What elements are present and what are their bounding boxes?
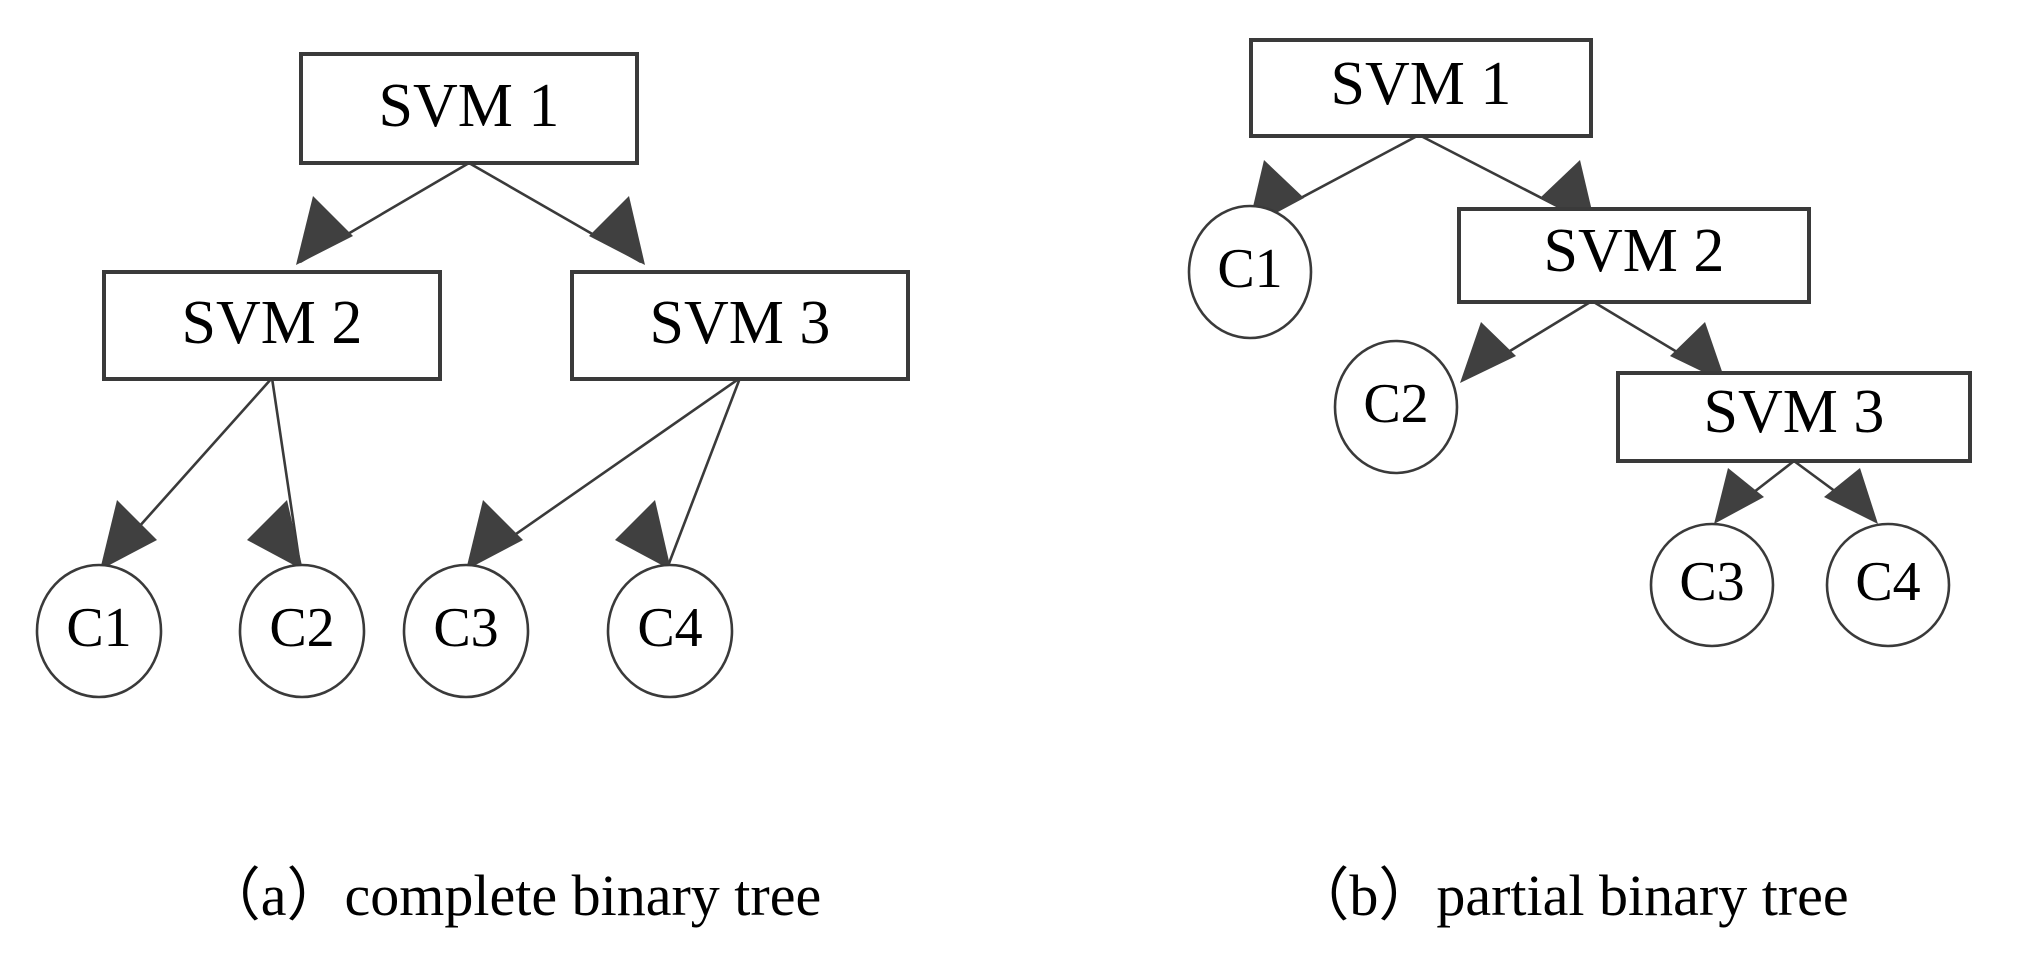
node-a-svm2-label: SVM 2 bbox=[182, 289, 363, 357]
arrow-head-svm3-c4 bbox=[615, 500, 671, 570]
arrow-head-b-svm2-c2 bbox=[1460, 322, 1516, 383]
node-a-svm2[interactable]: SVM 2 bbox=[102, 270, 442, 381]
node-a-svm1-label: SVM 1 bbox=[379, 72, 560, 140]
node-a-c2[interactable]: C2 bbox=[238, 563, 366, 699]
node-box bbox=[102, 270, 442, 381]
node-b-c3[interactable]: C3 bbox=[1649, 522, 1775, 648]
node-a-c3[interactable]: C3 bbox=[402, 563, 530, 699]
node-circle bbox=[238, 563, 366, 699]
node-b-svm2-label: SVM 2 bbox=[1544, 217, 1725, 285]
arrow-head-svm1-svm3 bbox=[589, 196, 645, 265]
node-b-c1-label: C1 bbox=[1217, 238, 1282, 300]
panel-a-edges bbox=[100, 161, 742, 570]
node-b-svm1-label: SVM 1 bbox=[1331, 50, 1512, 118]
arrow-head-b-svm3-c3 bbox=[1714, 468, 1764, 524]
node-circle bbox=[1187, 204, 1313, 340]
node-b-c2[interactable]: C2 bbox=[1333, 339, 1459, 475]
node-box bbox=[1457, 207, 1811, 304]
node-a-c2-label: C2 bbox=[269, 597, 334, 659]
caption-panel-a: （a）complete binary tree bbox=[203, 863, 821, 928]
node-circle bbox=[402, 563, 530, 699]
node-b-c1[interactable]: C1 bbox=[1187, 204, 1313, 340]
panel-b-edges bbox=[1248, 133, 1878, 524]
node-b-c3-label: C3 bbox=[1679, 551, 1744, 613]
arrow-head-b-svm2-svm3 bbox=[1670, 322, 1726, 383]
node-a-c1-label: C1 bbox=[66, 597, 131, 659]
node-a-c4[interactable]: C4 bbox=[606, 563, 734, 699]
node-box bbox=[299, 52, 639, 165]
node-circle bbox=[1825, 522, 1951, 648]
node-b-c4-label: C4 bbox=[1855, 551, 1920, 613]
node-b-c2-label: C2 bbox=[1363, 373, 1428, 435]
edge-svm2-c2 bbox=[270, 377, 302, 567]
node-box bbox=[1616, 371, 1972, 463]
node-a-svm3[interactable]: SVM 3 bbox=[570, 270, 910, 381]
arrow-head-b-svm3-c4 bbox=[1824, 468, 1878, 524]
node-b-c4[interactable]: C4 bbox=[1825, 522, 1951, 648]
node-a-c4-label: C4 bbox=[637, 597, 702, 659]
node-b-svm3-label: SVM 3 bbox=[1704, 378, 1885, 446]
node-box bbox=[570, 270, 910, 381]
caption-panel-b: （b）partial binary tree bbox=[1291, 863, 1848, 928]
node-b-svm3[interactable]: SVM 3 bbox=[1616, 371, 1972, 463]
node-b-svm2[interactable]: SVM 2 bbox=[1457, 207, 1811, 304]
node-circle bbox=[35, 563, 163, 699]
node-a-c3-label: C3 bbox=[433, 597, 498, 659]
edge-svm3-c4 bbox=[666, 377, 742, 567]
panel-a: SVM 1 SVM 2 SVM 3 C1 C2 bbox=[35, 52, 910, 928]
node-a-svm3-label: SVM 3 bbox=[650, 289, 831, 357]
node-a-c1[interactable]: C1 bbox=[35, 563, 163, 699]
node-box bbox=[1249, 38, 1593, 138]
node-a-svm1[interactable]: SVM 1 bbox=[299, 52, 639, 165]
arrow-head-svm1-svm2 bbox=[296, 196, 353, 265]
arrow-head-svm3-c3 bbox=[466, 500, 523, 570]
arrow-head-svm2-c2 bbox=[247, 500, 303, 570]
arrow-head-svm2-c1 bbox=[100, 500, 157, 570]
panel-b: SVM 1 C1 SVM 2 C2 SVM 3 bbox=[1187, 38, 1972, 928]
node-circle bbox=[1649, 522, 1775, 648]
node-circle bbox=[1333, 339, 1459, 475]
node-circle bbox=[606, 563, 734, 699]
node-b-svm1[interactable]: SVM 1 bbox=[1249, 38, 1593, 138]
